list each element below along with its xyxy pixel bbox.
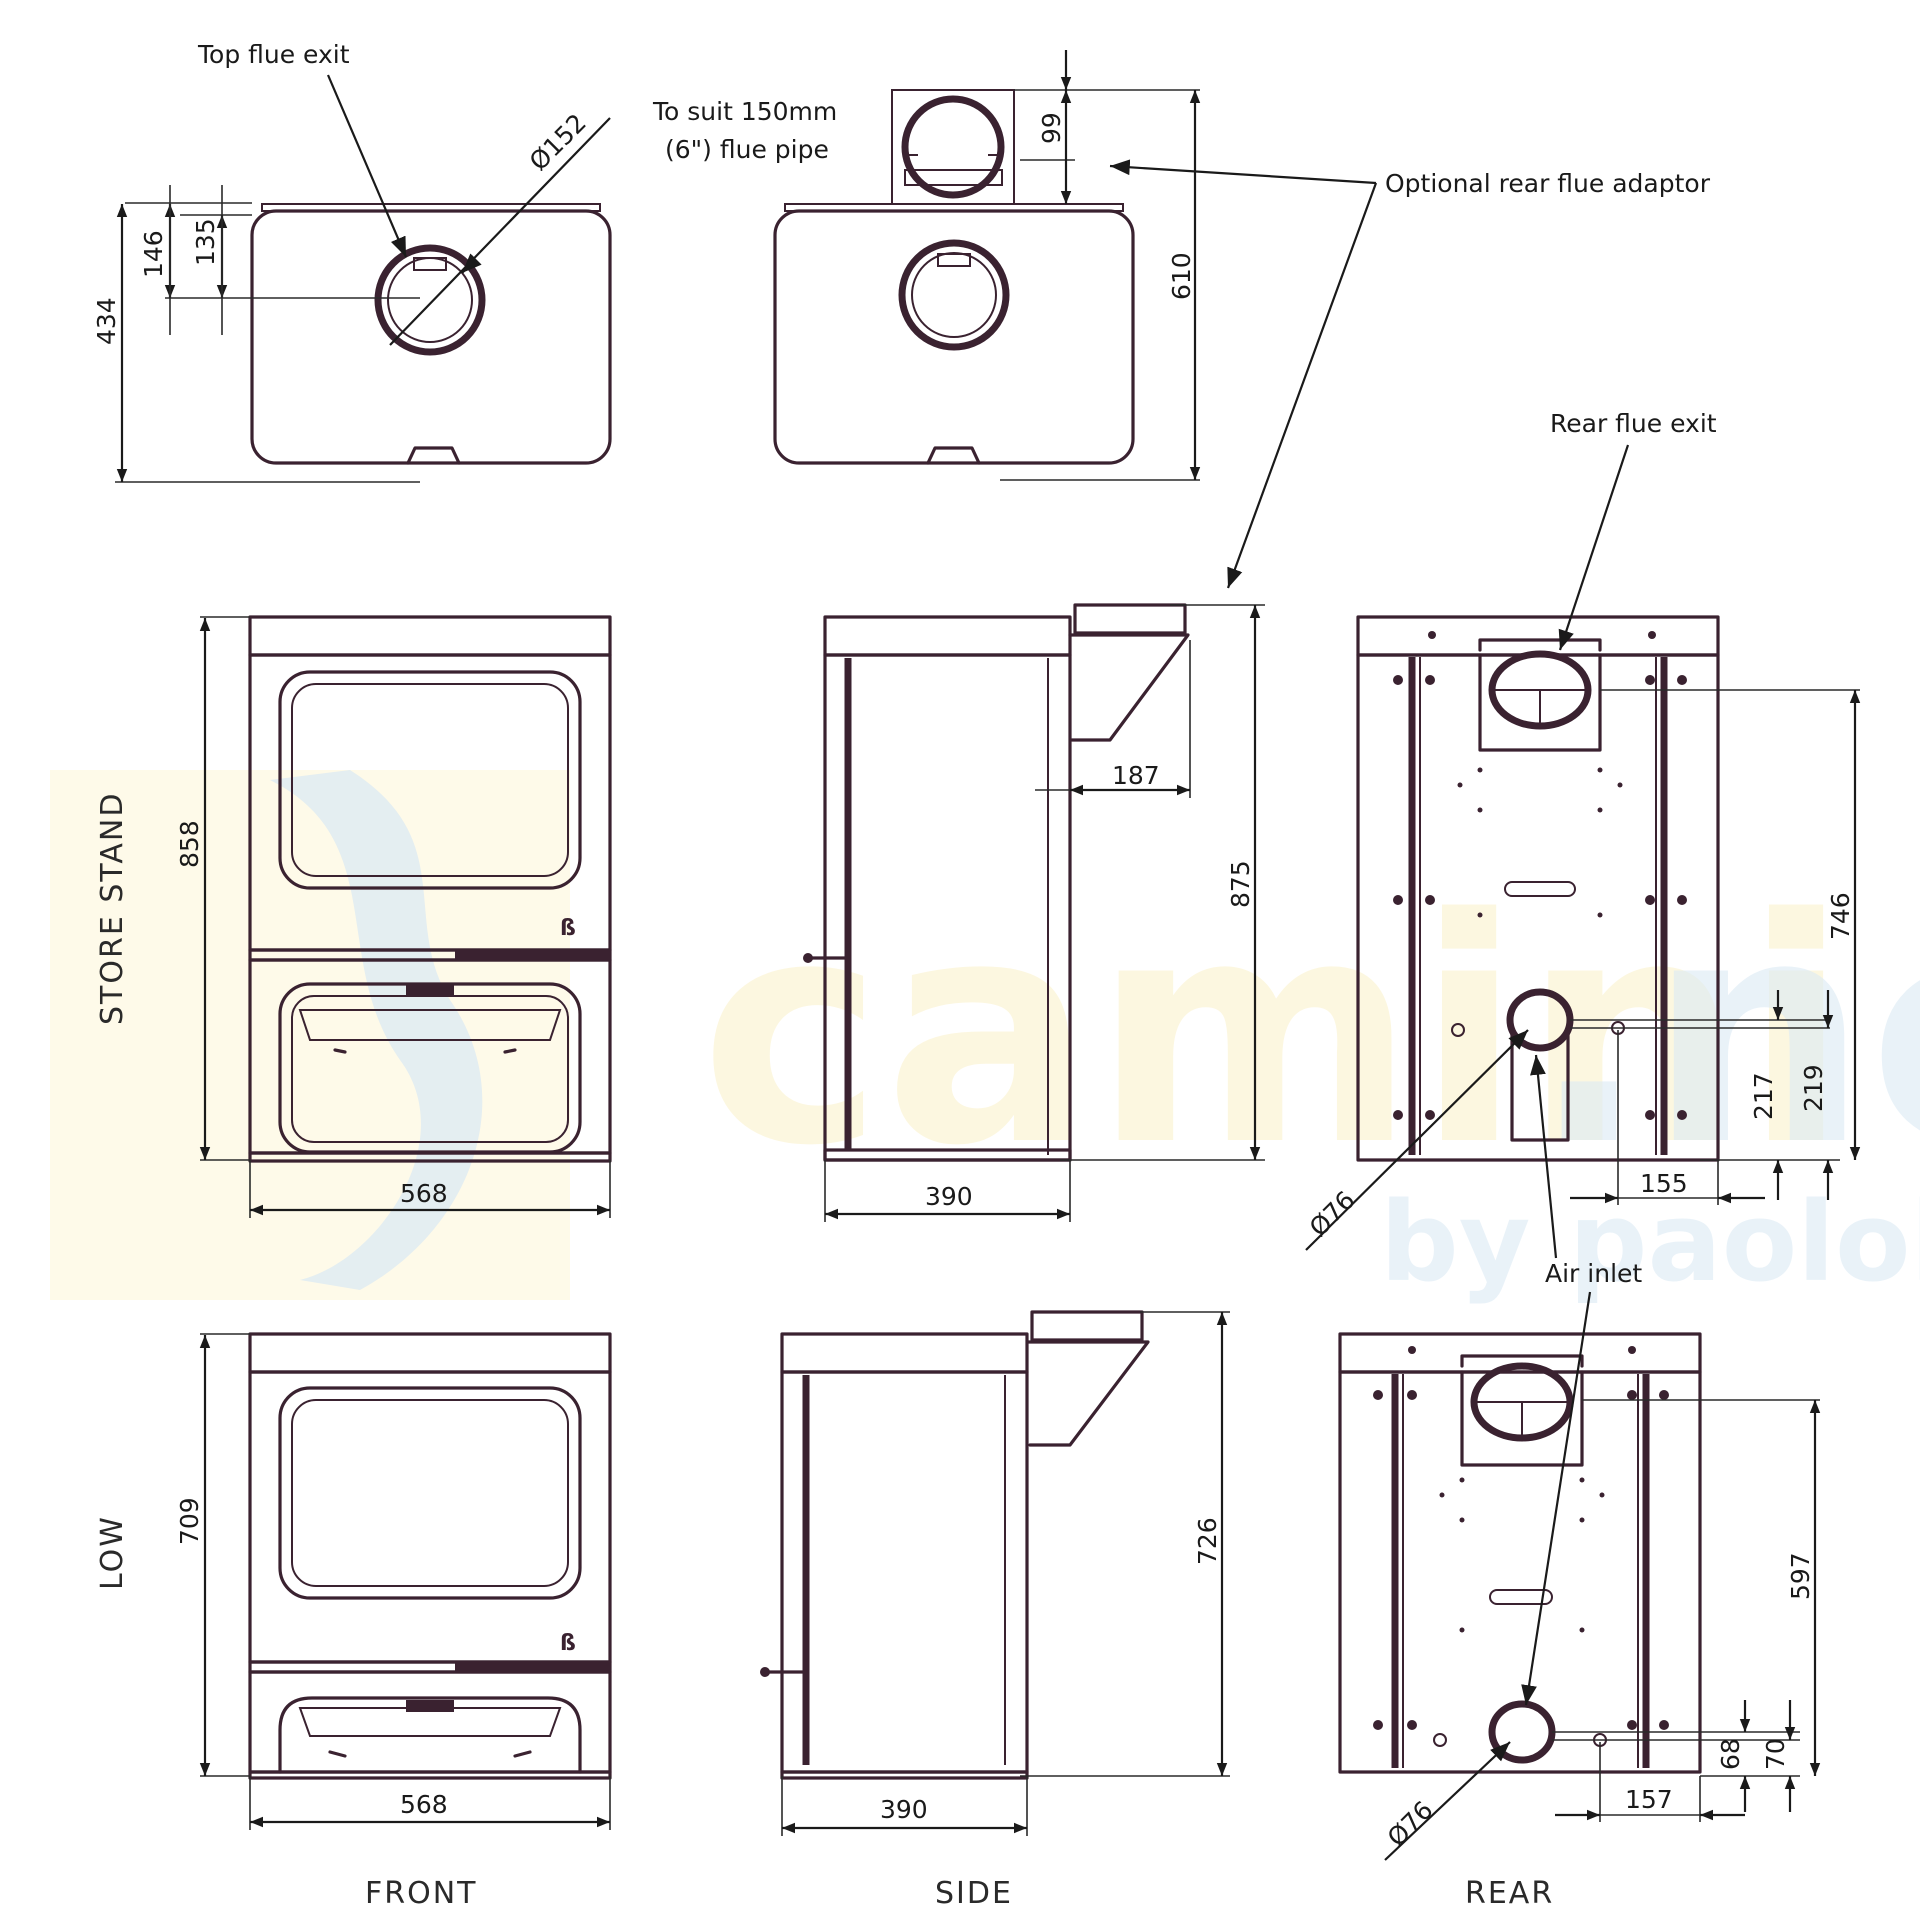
low-side: 726 390	[760, 1310, 1230, 1836]
dim-overall-depth: 610	[1167, 252, 1196, 300]
top-view-rear-adaptor: 99 610 To suit 150mm (6") flue pipe	[652, 50, 1201, 481]
callout-optional-adaptor: Optional rear flue adaptor	[1109, 159, 1711, 589]
callout-flue-pipe-line1: To suit 150mm	[652, 97, 837, 126]
row-label-low: LOW	[95, 1515, 130, 1590]
top-view-top-flue: 434 146 135 Ø152 Top flue exit	[92, 40, 612, 483]
dim-store-adaptor-depth: 187	[1112, 761, 1160, 790]
dim-low-rear-flue-height: 597	[1786, 1552, 1815, 1600]
callout-rear-flue: Rear flue exit	[1550, 409, 1717, 651]
dim-top-depth: 434	[92, 297, 121, 345]
dim-low-side-depth: 390	[880, 1795, 928, 1824]
callout-flue-pipe-line2: (6") flue pipe	[665, 135, 829, 164]
dim-low-front-width: 568	[400, 1790, 448, 1819]
watermark-text-1: camini	[700, 853, 1849, 1214]
callout-air-inlet-group: Air inlet	[1521, 1054, 1642, 1706]
dim-top-flue-outer: 146	[139, 230, 168, 278]
dim-store-side-height: 875	[1226, 860, 1255, 908]
store-stand-front: ß 858 568	[175, 615, 612, 1218]
dim-store-air-inlet-height-a: 217	[1749, 1072, 1778, 1120]
dim-adaptor-projection: 99	[1037, 112, 1066, 144]
view-label-front: FRONT	[365, 1876, 477, 1911]
dim-store-side-depth: 390	[925, 1182, 973, 1211]
dim-store-front-height: 858	[175, 820, 204, 868]
dim-store-air-inlet-height-b: 219	[1799, 1064, 1828, 1112]
dim-low-front-height: 709	[175, 1497, 204, 1545]
dim-store-air-inlet-offset: 155	[1640, 1169, 1688, 1198]
row-label-store-stand: STORE STAND	[95, 792, 130, 1025]
dim-store-rear-flue-height: 746	[1826, 892, 1855, 940]
svg-text:ß: ß	[560, 1631, 576, 1656]
callout-air-inlet: Air inlet	[1545, 1259, 1642, 1288]
store-stand-side: 187 875 390	[803, 603, 1265, 1222]
dim-low-air-inlet-height-b: 70	[1761, 1738, 1790, 1770]
callout-rear-flue-exit: Rear flue exit	[1550, 409, 1717, 438]
dim-top-flue-diameter: Ø152	[524, 108, 592, 176]
dim-low-side-height: 726	[1193, 1517, 1222, 1565]
dim-low-air-inlet-offset: 157	[1625, 1785, 1673, 1814]
view-label-rear: REAR	[1465, 1876, 1554, 1911]
dim-top-flue-inner: 135	[191, 218, 220, 266]
low-rear: 597 68 70 157 Ø76	[1338, 1332, 1821, 1861]
callout-optional-rear-flue-adaptor: Optional rear flue adaptor	[1385, 169, 1711, 198]
low-front: ß 709 568	[175, 1332, 612, 1830]
view-label-side: SIDE	[935, 1876, 1013, 1911]
callout-top-flue-exit: Top flue exit	[197, 40, 350, 69]
dim-store-front-width: 568	[400, 1179, 448, 1208]
watermark: camini .net by paolobarzotti	[50, 770, 1920, 1306]
watermark-byline: by paolobarzotti	[1380, 1178, 1920, 1306]
dim-low-air-inlet-height-a: 68	[1716, 1738, 1745, 1770]
dim-low-air-inlet-diameter: Ø76	[1382, 1795, 1439, 1852]
svg-text:ß: ß	[560, 916, 576, 941]
